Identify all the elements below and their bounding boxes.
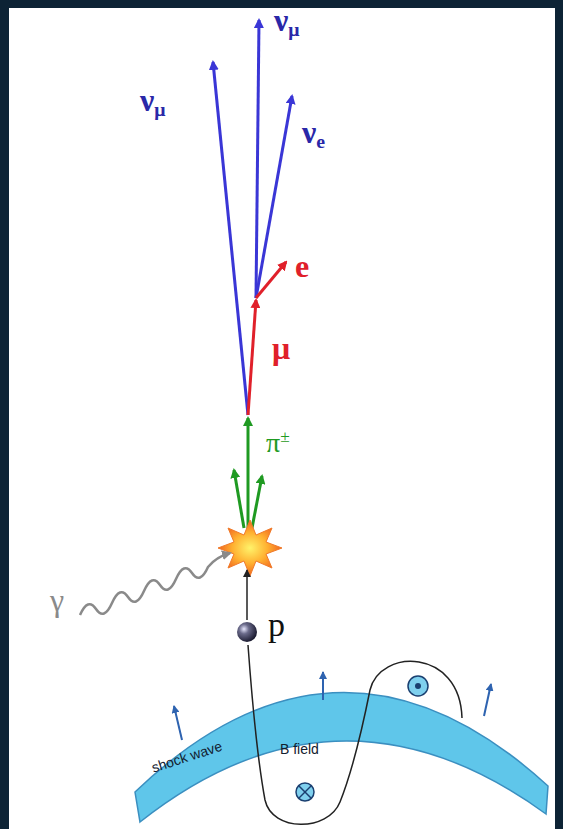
neutrino-arrow [256,20,259,298]
field-into-page [296,783,314,801]
proton-ball [237,622,257,642]
pion-arrow [247,418,250,528]
particle-label: νμ [140,84,166,120]
particle-label: π± [266,428,290,457]
shock-arrow [322,672,324,700]
shock-band-shape [130,660,563,829]
particle-label: p [268,608,285,642]
shock-band: shock waveB field [130,660,563,829]
muon-arrow [248,300,256,415]
shock-arrow [174,706,182,740]
electron-arrow [256,262,286,298]
pion-arrow [252,476,262,528]
particle-label: e [295,250,309,282]
field-out-of-page [408,676,428,696]
particle-label: γ [50,584,64,616]
photon-wave [80,553,230,615]
neutrino-arrow [213,62,248,415]
interaction-burst [218,520,282,576]
particle-label: νμ [274,4,300,40]
proton-track [246,570,248,620]
neutrino-arrow [256,96,292,298]
particle-label: νe [302,116,325,152]
proton-track [248,645,462,824]
shock-arrow [484,684,491,716]
field-label: B field [280,742,319,756]
pion-arrow [234,470,244,528]
particle-label: μ [272,332,290,364]
